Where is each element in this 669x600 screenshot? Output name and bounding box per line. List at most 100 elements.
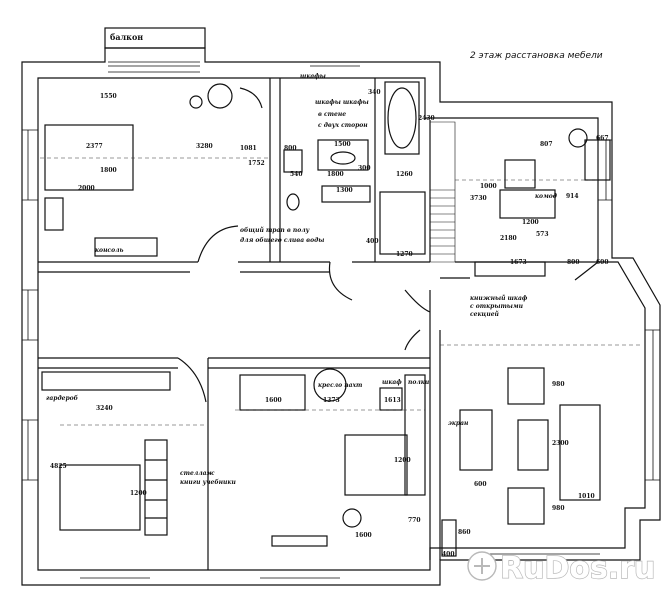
vanity [317, 139, 369, 171]
label-desk: комод [535, 193, 557, 200]
wall-bath2 [374, 78, 431, 262]
label-tv: экран [448, 420, 469, 427]
label-mirror: с двух сторон [318, 122, 368, 129]
sink [330, 151, 356, 165]
dim-1550: 1550 [100, 93, 117, 100]
wall-bath [269, 78, 281, 262]
bathtub-frame [384, 81, 420, 155]
dim-1500: 1500 [334, 141, 351, 148]
dim-2180: 2180 [500, 235, 517, 242]
side-table [189, 95, 203, 109]
dim-667: 667 [596, 135, 609, 142]
sofa-middle [239, 374, 306, 411]
shelving-lines [145, 459, 167, 519]
window-left-1 [22, 129, 38, 201]
dim-1800a: 1800 [100, 167, 117, 174]
dim-1260: 1260 [396, 171, 413, 178]
label-drain: общий трап в полу [240, 227, 310, 234]
window-right-2 [645, 329, 660, 481]
label-shelf: полки [408, 379, 430, 386]
wall-left-room [38, 357, 178, 369]
door-arc-2 [328, 261, 353, 301]
wardrobe-corridor [441, 519, 457, 557]
dim-1010: 1010 [578, 493, 595, 500]
window-top-1 [108, 61, 200, 73]
dim-540: 540 [290, 171, 303, 178]
dim-400b: 400 [442, 551, 455, 558]
label-niche: в стене [318, 111, 346, 118]
dim-807: 807 [540, 141, 553, 148]
label-bookcase: книжный шкаф [470, 295, 528, 302]
dim-1200b: 1200 [130, 490, 147, 497]
label-shelving: стеллаж [180, 470, 214, 477]
dim-600: 600 [596, 259, 609, 266]
toilet [283, 149, 303, 173]
dim-3730: 3730 [470, 195, 487, 202]
window-left-2 [22, 289, 38, 341]
dim-770: 770 [408, 517, 421, 524]
dim-600b: 600 [474, 481, 487, 488]
door-arc-4 [404, 289, 431, 313]
dim-1600b: 1600 [355, 532, 372, 539]
door-arc-7 [239, 87, 263, 109]
tv-cabinet [459, 409, 493, 471]
armchair-right-1 [507, 367, 545, 405]
dim-1270: 1270 [396, 251, 413, 258]
dim-2000: 2000 [78, 185, 95, 192]
label-drain-2: для общего слива воды [240, 237, 324, 244]
label-bookcase-3: секцией [470, 311, 500, 318]
dim-1000: 1000 [480, 183, 497, 190]
dim-1800b: 1800 [327, 171, 344, 178]
dim-1200a: 1200 [522, 219, 539, 226]
dim-860: 860 [458, 529, 471, 536]
window-bottom-1 [80, 569, 150, 579]
dim-2430: 2430 [418, 115, 435, 122]
dim-1373: 1373 [323, 397, 340, 404]
dim-1613: 1613 [384, 397, 401, 404]
tv-stand-middle [271, 535, 328, 547]
door-arc-3 [177, 357, 207, 403]
side-cabinet [44, 197, 64, 231]
inner-wall-outline [37, 77, 646, 571]
dim-3280: 3280 [196, 143, 213, 150]
dim-300: 300 [358, 165, 371, 172]
shower [379, 191, 426, 255]
door-arc-6 [574, 261, 599, 281]
dim-573: 573 [536, 231, 549, 238]
watermark: RuDos.ru [467, 550, 656, 587]
wall-bed-room [208, 357, 430, 369]
window-top-2 [310, 61, 360, 67]
dim-800: 800 [284, 145, 297, 152]
label-console: консоль [95, 247, 123, 254]
armchair-right-2 [507, 487, 545, 525]
dim-914: 914 [566, 193, 579, 200]
dim-1600a: 1600 [265, 397, 282, 404]
bed-bottom-left [59, 464, 141, 531]
label-shelving-2: книги учебники [180, 479, 236, 486]
bed-top-left [44, 124, 134, 191]
sofa [559, 404, 601, 501]
vanity-2 [321, 185, 371, 203]
balcony [104, 27, 206, 49]
plan-title: 2 этаж расстановка мебели [470, 51, 603, 61]
door-arc-5 [404, 329, 421, 351]
window-left-3 [22, 419, 38, 481]
door-arc-1 [197, 225, 239, 263]
bookcase [474, 261, 546, 277]
dim-980b: 980 [552, 505, 565, 512]
dim-3240: 3240 [96, 405, 113, 412]
shelving-unit [144, 439, 168, 536]
window-bottom-2 [260, 569, 340, 579]
dim-400: 400 [366, 238, 379, 245]
wardrobe-middle [404, 374, 426, 496]
dim-800b: 800 [567, 259, 580, 266]
label-dresser: гардероб [46, 395, 79, 402]
armchair-top-left [207, 83, 233, 109]
chair-middle [342, 508, 362, 528]
dim-4825: 4825 [50, 463, 67, 470]
dim-1673: 1673 [510, 259, 527, 266]
wardrobe-left [41, 371, 171, 391]
dim-1752: 1752 [248, 160, 265, 167]
label-upper-cabinets: шкафы шкафы [315, 99, 369, 106]
